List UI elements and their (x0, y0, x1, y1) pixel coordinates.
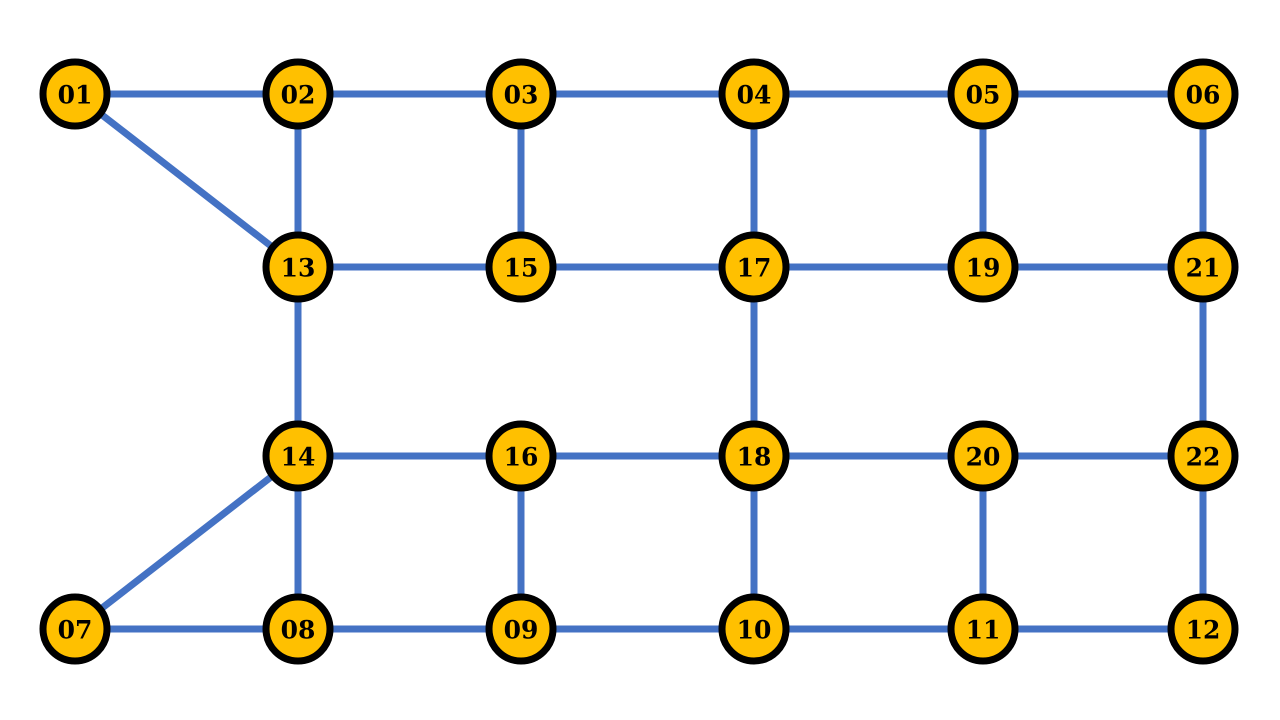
node-18: 18 (718, 420, 790, 492)
node-label: 09 (504, 616, 539, 645)
node-circle (947, 593, 1019, 665)
node-circle (718, 231, 790, 303)
node-label: 19 (966, 254, 1001, 283)
node-21: 21 (1167, 231, 1239, 303)
node-label: 17 (737, 254, 772, 283)
node-label: 03 (504, 81, 539, 110)
node-06: 06 (1167, 58, 1239, 130)
node-circle (485, 231, 557, 303)
node-label: 04 (737, 81, 772, 110)
node-16: 16 (485, 420, 557, 492)
node-11: 11 (947, 593, 1019, 665)
nodes-layer: 01 02 03 04 05 06 07 08 09 10 11 12 13 14 15 16 17 18 19 20… (39, 58, 1239, 665)
node-17: 17 (718, 231, 790, 303)
node-circle (39, 58, 111, 130)
edge-01-13 (71, 90, 302, 271)
node-label: 22 (1186, 443, 1221, 472)
node-circle (262, 420, 334, 492)
node-circle (1167, 593, 1239, 665)
node-circle (718, 593, 790, 665)
node-circle (485, 593, 557, 665)
node-circle (1167, 420, 1239, 492)
node-label: 10 (737, 616, 772, 645)
node-circle (262, 593, 334, 665)
node-19: 19 (947, 231, 1019, 303)
node-10: 10 (718, 593, 790, 665)
node-22: 22 (1167, 420, 1239, 492)
node-label: 16 (504, 443, 539, 472)
node-15: 15 (485, 231, 557, 303)
node-02: 02 (262, 58, 334, 130)
node-label: 12 (1186, 616, 1221, 645)
node-circle (947, 420, 1019, 492)
node-label: 14 (281, 443, 316, 472)
node-circle (39, 593, 111, 665)
node-circle (262, 231, 334, 303)
node-label: 18 (737, 443, 772, 472)
node-09: 09 (485, 593, 557, 665)
node-04: 04 (718, 58, 790, 130)
node-label: 13 (281, 254, 316, 283)
node-03: 03 (485, 58, 557, 130)
node-circle (718, 58, 790, 130)
node-12: 12 (1167, 593, 1239, 665)
node-circle (718, 420, 790, 492)
node-circle (947, 58, 1019, 130)
node-13: 13 (262, 231, 334, 303)
node-20: 20 (947, 420, 1019, 492)
node-label: 07 (58, 616, 93, 645)
node-label: 08 (281, 616, 316, 645)
node-05: 05 (947, 58, 1019, 130)
node-circle (485, 58, 557, 130)
node-circle (262, 58, 334, 130)
node-label: 02 (281, 81, 316, 110)
node-circle (947, 231, 1019, 303)
node-circle (485, 420, 557, 492)
node-14: 14 (262, 420, 334, 492)
node-label: 01 (58, 81, 93, 110)
node-label: 21 (1186, 254, 1221, 283)
edges-layer (71, 90, 1207, 633)
node-label: 11 (966, 616, 1001, 645)
node-label: 05 (966, 81, 1001, 110)
node-label: 20 (966, 443, 1001, 472)
edge-07-14 (71, 452, 302, 633)
node-01: 01 (39, 58, 111, 130)
node-label: 06 (1186, 81, 1221, 110)
node-08: 08 (262, 593, 334, 665)
node-circle (1167, 58, 1239, 130)
node-circle (1167, 231, 1239, 303)
node-07: 07 (39, 593, 111, 665)
node-label: 15 (504, 254, 539, 283)
